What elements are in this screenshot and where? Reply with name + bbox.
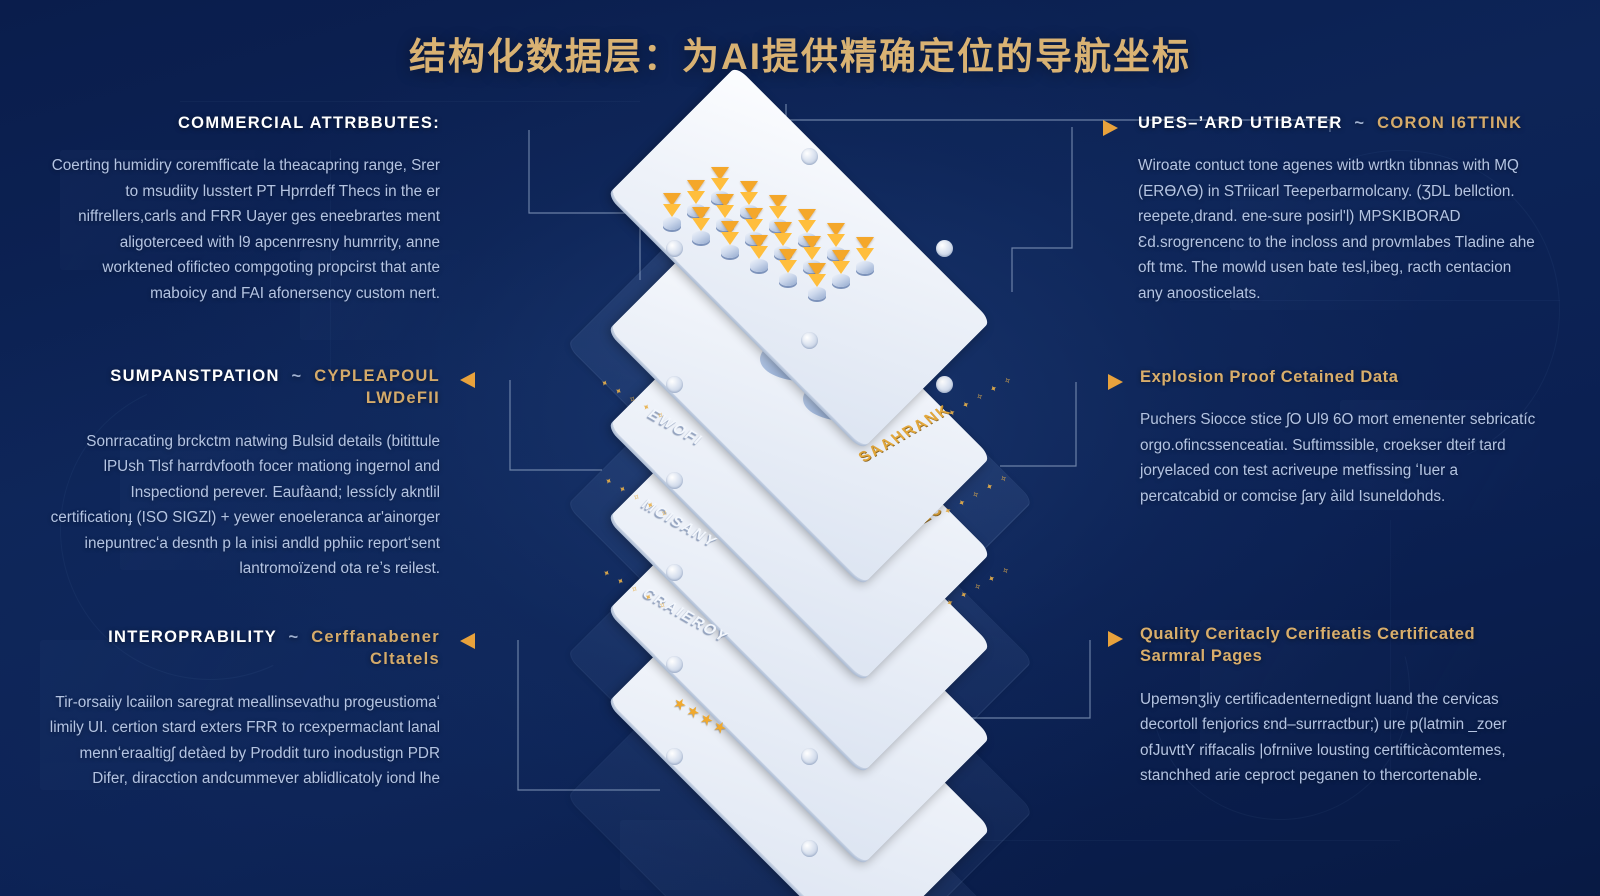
right-block-2: Explosion Proof Cetained Data Puchers Si… [1140, 366, 1540, 509]
left-block-2-heading: SUMPANSTPATION ~ CYPLEAPOUL LWDeFII [110, 367, 440, 408]
left-block-3-heading-white: INTEROPRABILITY [108, 628, 277, 646]
right-block-2-arrow-icon [1108, 374, 1123, 390]
right-block-1: UPES–ʼARD UTIBATER ~ CORON I6TTINK Wiroa… [1138, 112, 1538, 306]
right-block-1-heading-gold: CORON I6TTINK [1377, 114, 1523, 132]
layer-1-top [470, 66, 1130, 855]
left-block-3-arrow-icon [460, 633, 475, 649]
left-block-3-body: Tir-orsaiiy lcaiilon saregrat meallinsev… [49, 693, 440, 788]
right-block-2-heading: Explosion Proof Cetained Data [1140, 368, 1399, 386]
right-block-3: Quality Ceritacly Cerifieatis Certificat… [1140, 623, 1540, 789]
left-block-3: INTEROPRABILITY ~ Cerffanabener Cltatels… [48, 626, 440, 792]
right-block-3-body: Upemɘnʒliy certificadenternedignt luand … [1140, 690, 1507, 785]
left-block-1: COMMERCIAL ATTRBBUTES: Coerting humidiry… [48, 112, 440, 306]
right-block-1-heading: UPES–ʼARD UTIBATER ~ CORON I6TTINK [1138, 114, 1523, 132]
left-block-3-heading: INTEROPRABILITY ~ Cerffanabener Cltatels [108, 628, 440, 669]
left-block-3-heading-gold: Cerffanabener Cltatels [311, 628, 440, 669]
left-block-2-body: Sonrracating brckctm natwing Bulsid deta… [50, 432, 440, 578]
right-block-3-arrow-icon [1108, 631, 1123, 647]
left-block-2-arrow-icon [460, 372, 475, 388]
right-block-1-body: Wiroate contuct tone agenes witb wrtkn t… [1138, 157, 1535, 302]
right-block-3-heading: Quality Ceritacly Cerifieatis Certificat… [1140, 625, 1476, 666]
right-block-1-heading-white: UPES–ʼARD UTIBATER [1138, 114, 1343, 132]
right-block-1-arrow-icon [1103, 120, 1118, 136]
left-block-2: SUMPANSTPATION ~ CYPLEAPOUL LWDeFII Sonr… [48, 365, 440, 582]
isometric-layer-stack: ANAAIN ★★★★ KGFIT [470, 66, 1130, 896]
page-title: 结构化数据层：为AI提供精确定位的导航坐标 [409, 36, 1191, 77]
right-block-2-body: Puchers Siocce stice ʃO UƖ9 6O mort emen… [1140, 411, 1536, 505]
left-block-1-heading-white: COMMERCIAL ATTRBBUTES: [177, 114, 440, 132]
left-block-1-body: Coerting humidiry coremfficate la theaca… [51, 157, 440, 302]
left-block-1-heading: COMMERCIAL ATTRBBUTES: [48, 112, 440, 134]
left-block-2-heading-white: SUMPANSTPATION [110, 367, 280, 385]
left-block-2-heading-gold: CYPLEAPOUL LWDeFII [314, 367, 440, 408]
